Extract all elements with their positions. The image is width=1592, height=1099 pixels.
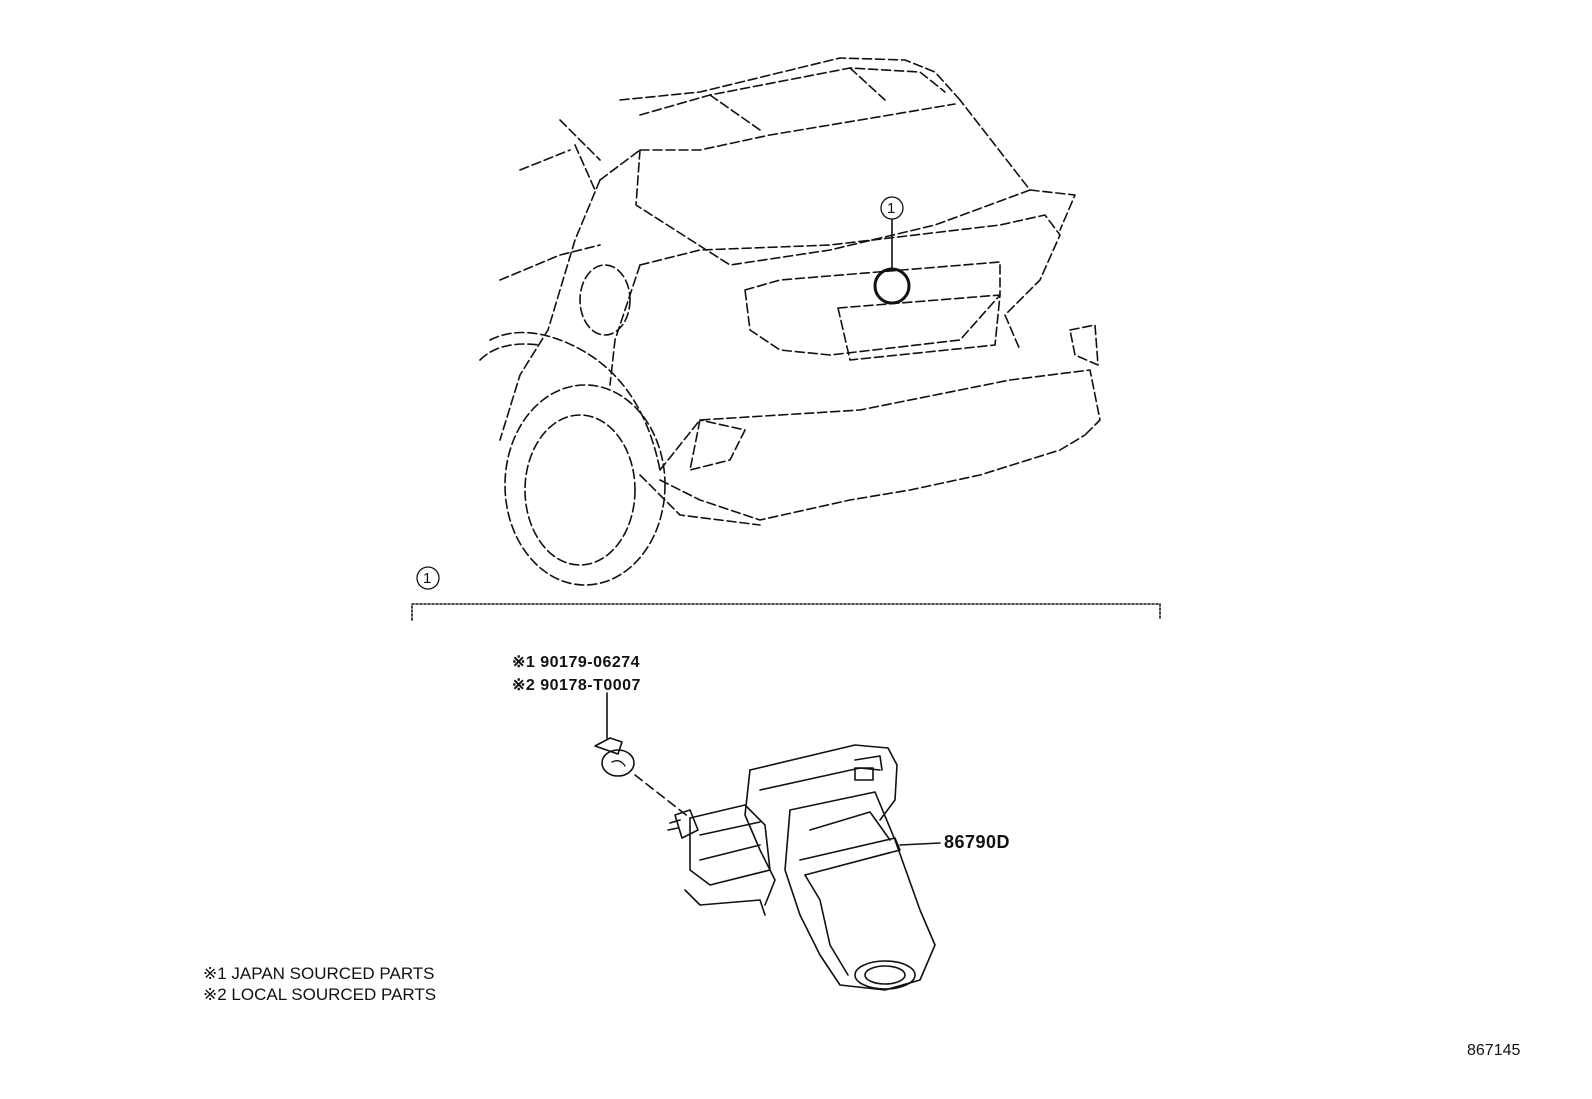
bolt-part-number-local: ※2 90178-T0007 (512, 677, 641, 694)
assembly-group-bracket (411, 566, 1161, 621)
note-local-sourced: ※2 LOCAL SOURCED PARTS (203, 985, 437, 1004)
vehicle-callout (873, 196, 911, 305)
camera-illustration (667, 744, 941, 991)
illustration-number: 867145 (1467, 1042, 1521, 1059)
vehicle-callout-number: 1 (887, 200, 895, 217)
bolt-illustration (594, 692, 691, 819)
vehicle-rear-illustration (479, 57, 1101, 586)
note-japan-sourced: ※1 JAPAN SOURCED PARTS (203, 964, 435, 983)
group-callout-number: 1 (423, 570, 431, 587)
bolt-part-number-japan: ※1 90179-06274 (512, 654, 641, 671)
camera-part-number: 86790D (944, 832, 1011, 852)
